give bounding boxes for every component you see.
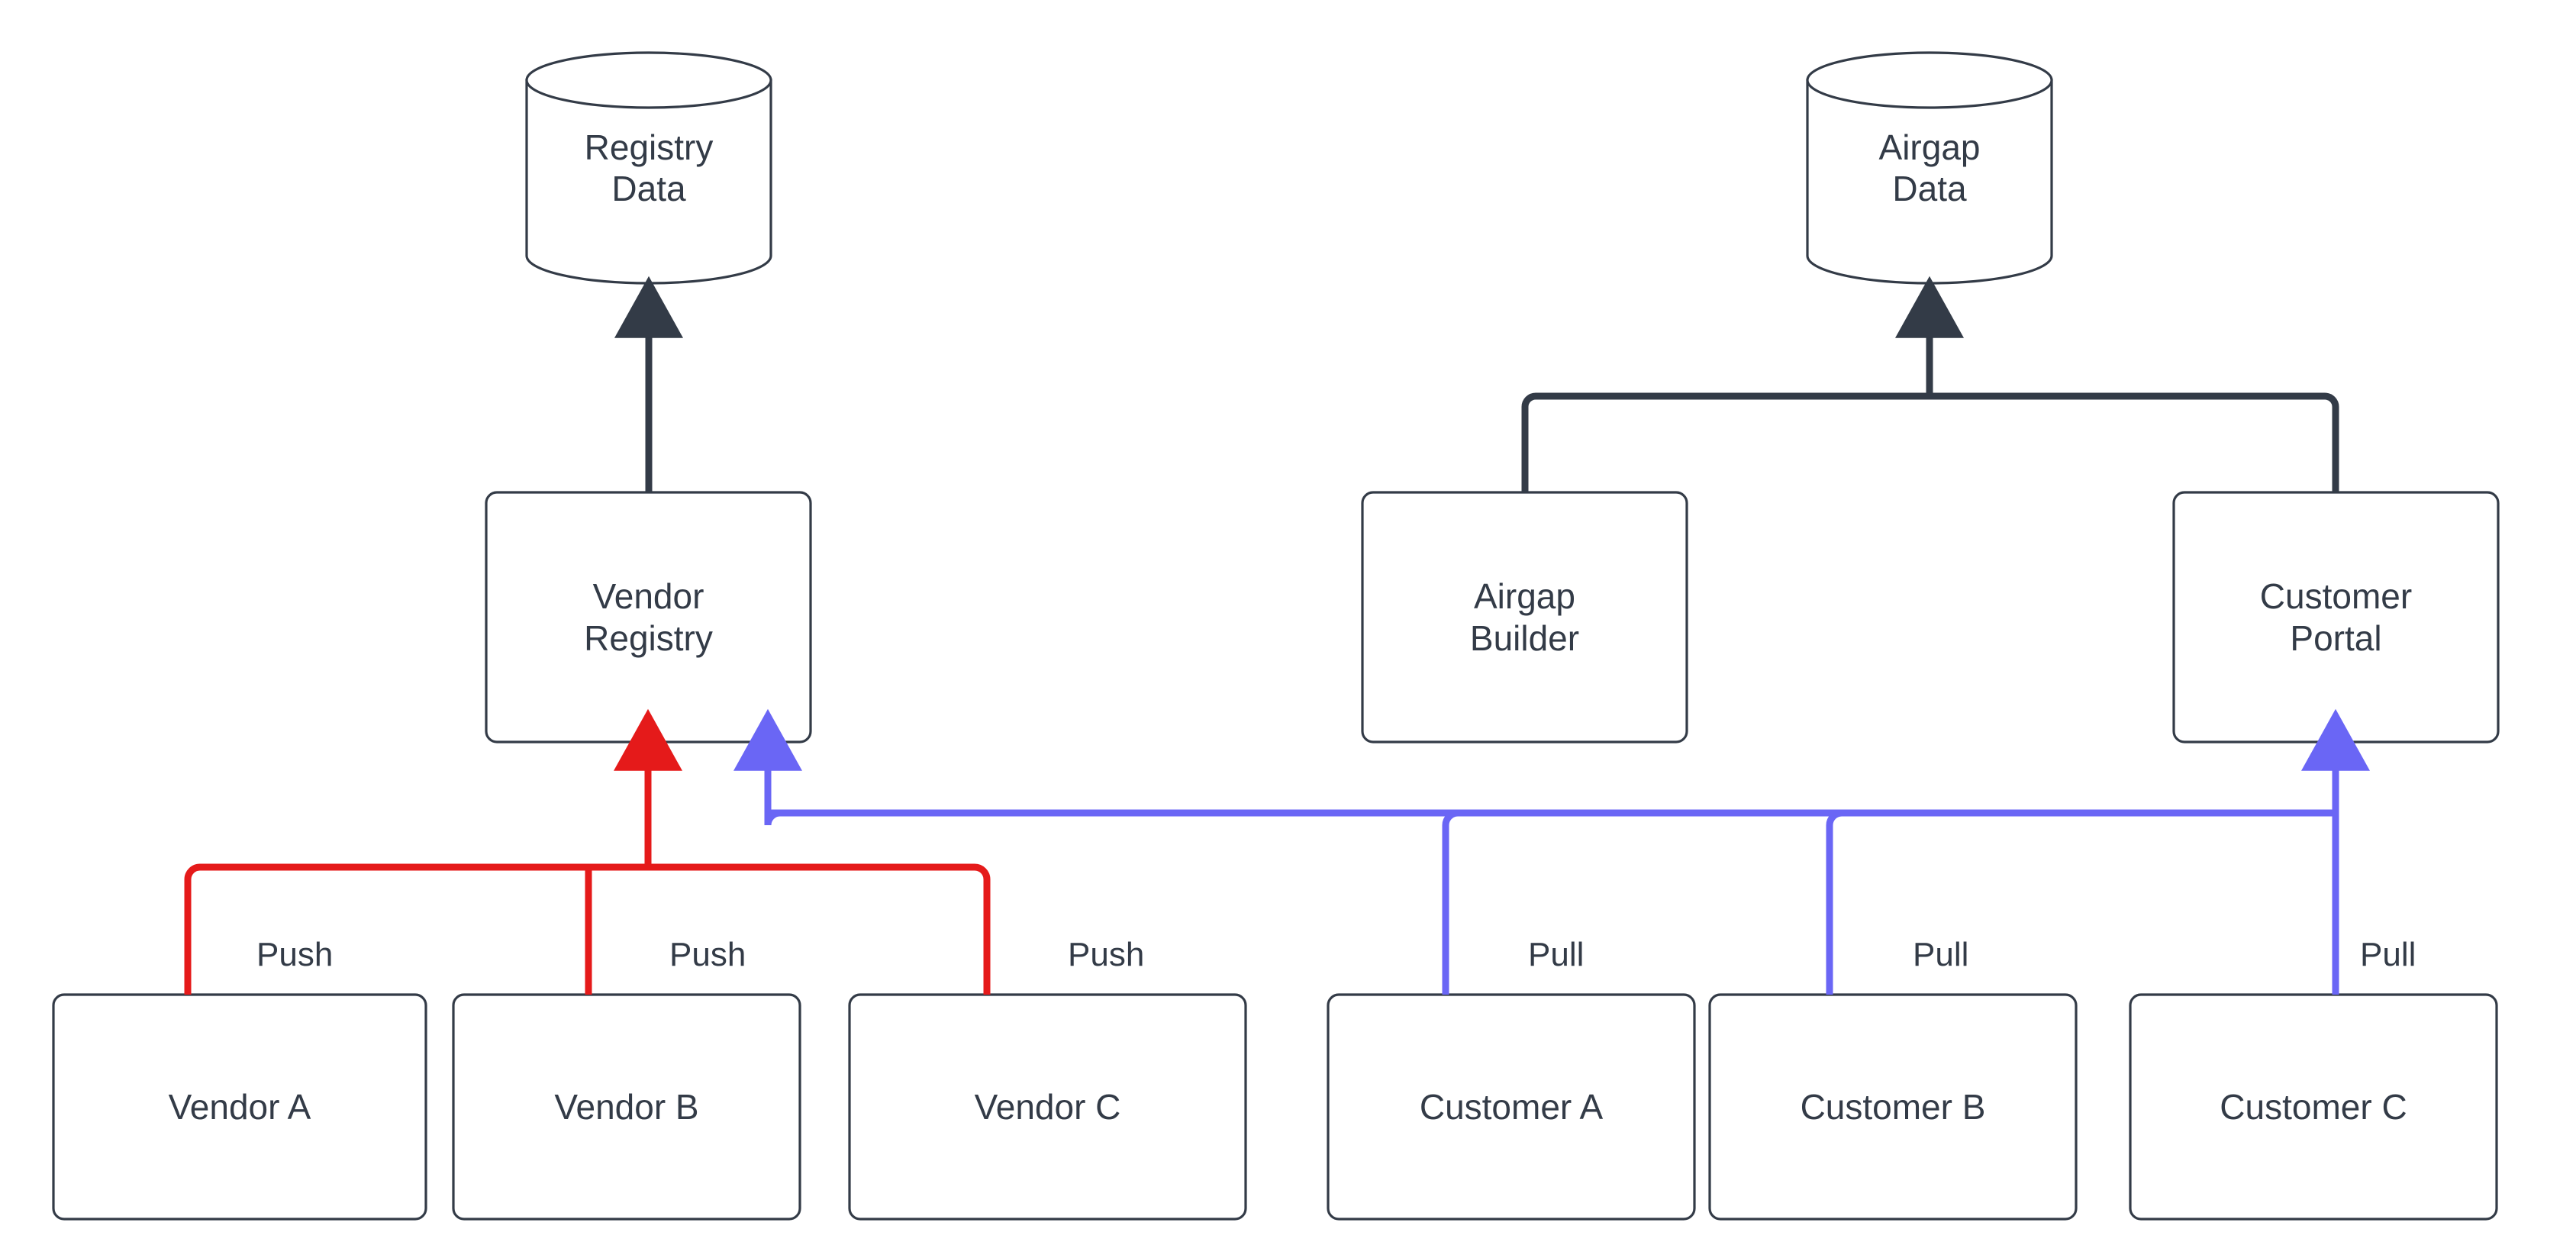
datastore-registry-data[interactable] (527, 53, 771, 283)
node-airgap-builder[interactable] (1362, 492, 1687, 742)
node-customer-c[interactable] (2130, 995, 2497, 1219)
node-vendor-registry[interactable] (486, 492, 811, 742)
node-vendor-b-shape (452, 993, 801, 1221)
edge-label-customer-c-pull: Pull (2355, 937, 2421, 973)
datastore-airgap-data[interactable] (1807, 53, 2052, 283)
edge-label-vendor-c-push: Push (1063, 937, 1149, 973)
edge-label-vendor-b-push: Push (665, 937, 751, 973)
edge-customer-b-pull (768, 809, 1843, 995)
node-customer-b-shape (1708, 993, 2078, 1221)
node-vendor-c-shape (848, 993, 1247, 1221)
datastore-registry-data (525, 51, 772, 285)
node-vendor-a-shape (52, 993, 427, 1221)
node-customer-a[interactable] (1328, 995, 1694, 1219)
edge-vendor-c-push (648, 863, 991, 995)
node-vendor-a[interactable] (53, 995, 426, 1219)
node-vendor-c[interactable] (850, 995, 1246, 1219)
edge-vendor-a-push (184, 863, 648, 995)
node-customer-b[interactable] (1710, 995, 2076, 1219)
edge-label-vendor-a-push: Push (252, 937, 338, 973)
edge-vendor-b-push (585, 863, 648, 995)
node-customer-portal[interactable] (2174, 492, 2498, 742)
node-customer-a-shape (1327, 993, 1696, 1221)
edge-airgap-builder-to-airgap-data (1521, 276, 1964, 492)
edge-customer-portal-to-airgap-data (1930, 392, 2339, 492)
edge-label-customer-b-pull: Pull (1908, 937, 1974, 973)
node-customer-c-shape (2129, 993, 2498, 1221)
datastore-airgap-data (1806, 51, 2053, 285)
node-vendor-b[interactable] (453, 995, 800, 1219)
edge-label-customer-a-pull: Pull (1523, 937, 1589, 973)
